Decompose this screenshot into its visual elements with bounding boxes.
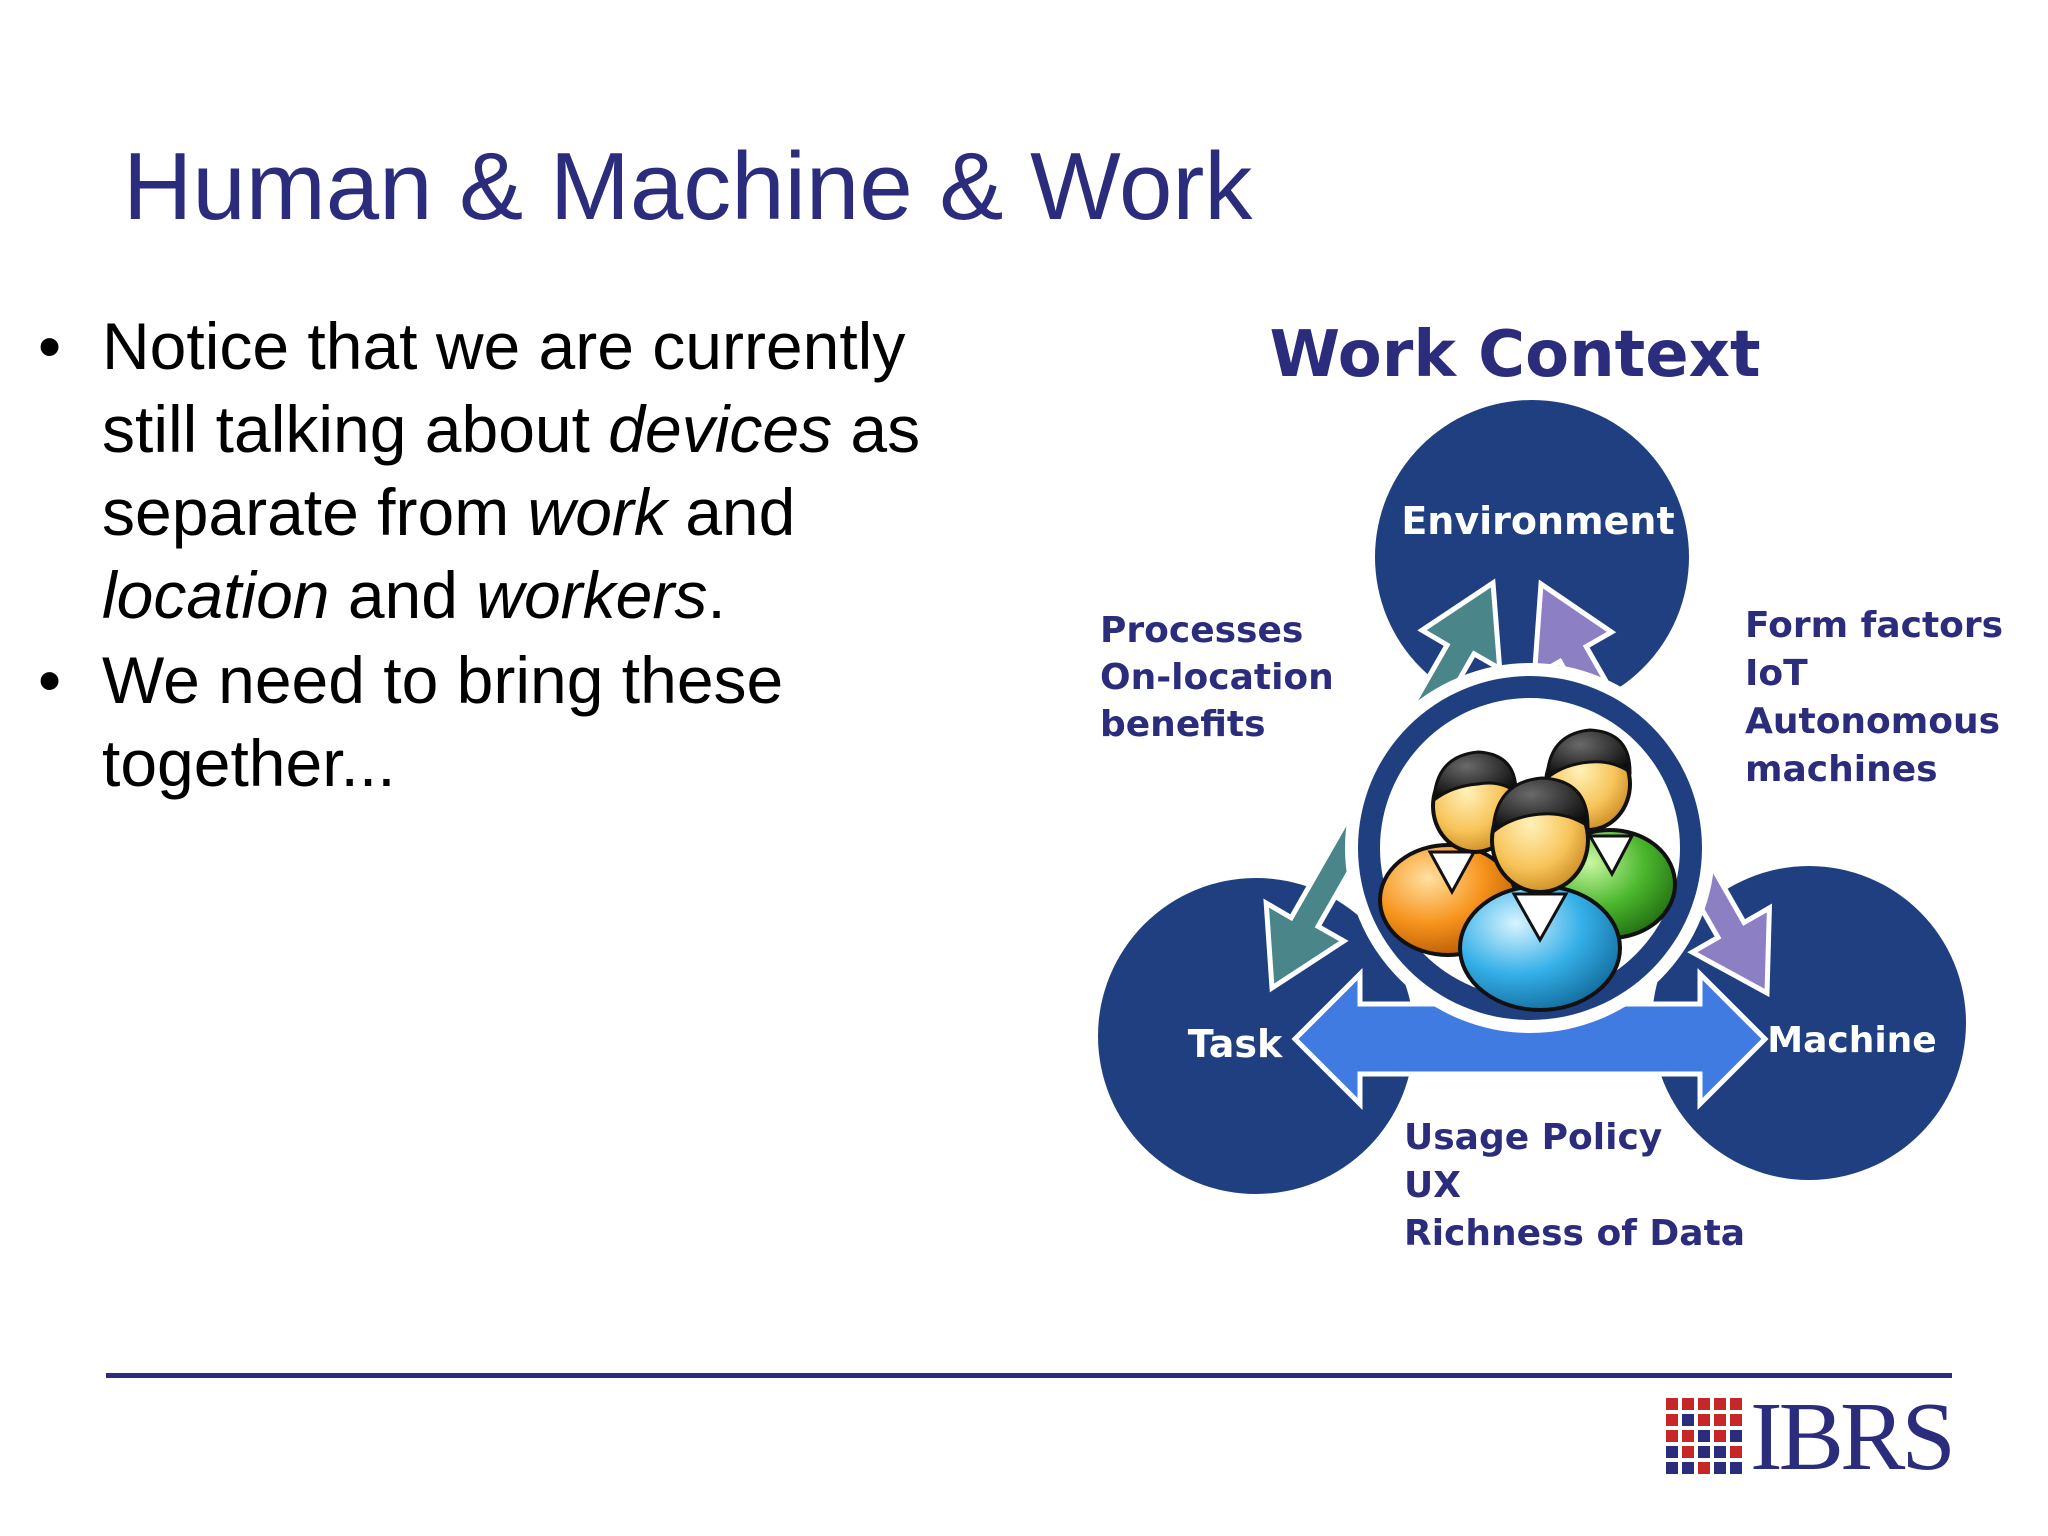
machine-factors-label-group: Form factors IoT Autonomous machines xyxy=(1745,605,2003,790)
machine-label: Machine xyxy=(1767,1020,1936,1061)
label-autonomous: Autonomous xyxy=(1745,701,2000,742)
label-on-location: On-location xyxy=(1100,657,1334,698)
bullet-list: • Notice that we are currently still tal… xyxy=(38,305,998,807)
label-usage-policy: Usage Policy xyxy=(1404,1117,1662,1158)
task-circle xyxy=(1098,878,1414,1194)
processes-label-group: Processes On-location benefits xyxy=(1100,610,1334,745)
label-benefits: benefits xyxy=(1100,704,1266,745)
environment-label: Environment xyxy=(1401,499,1674,543)
usage-label-group: Usage Policy UX Richness of Data xyxy=(1404,1117,1745,1254)
task-label: Task xyxy=(1188,1022,1283,1066)
diagram-title: Work Context xyxy=(1269,318,1760,392)
bullet-item: • Notice that we are currently still tal… xyxy=(38,305,998,637)
ibrs-logo-mark xyxy=(1666,1398,1742,1474)
bullet-item: • We need to bring these together... xyxy=(38,639,998,805)
bullet-dot: • xyxy=(38,643,62,717)
ibrs-logo-text: IBRS xyxy=(1750,1383,1956,1491)
label-machines: machines xyxy=(1745,749,1938,790)
task-machine-arrow xyxy=(1291,967,1769,1111)
label-richness-of-data: Richness of Data xyxy=(1404,1213,1745,1254)
slide-title: Human & Machine & Work xyxy=(123,133,1253,240)
label-form-factors: Form factors xyxy=(1745,605,2003,646)
label-ux: UX xyxy=(1404,1165,1461,1206)
label-iot: IoT xyxy=(1745,653,1808,694)
footer-rule xyxy=(106,1373,1952,1378)
bullet-dot: • xyxy=(38,309,62,383)
user-group-icon xyxy=(1345,663,1715,1033)
label-processes: Processes xyxy=(1100,610,1303,651)
